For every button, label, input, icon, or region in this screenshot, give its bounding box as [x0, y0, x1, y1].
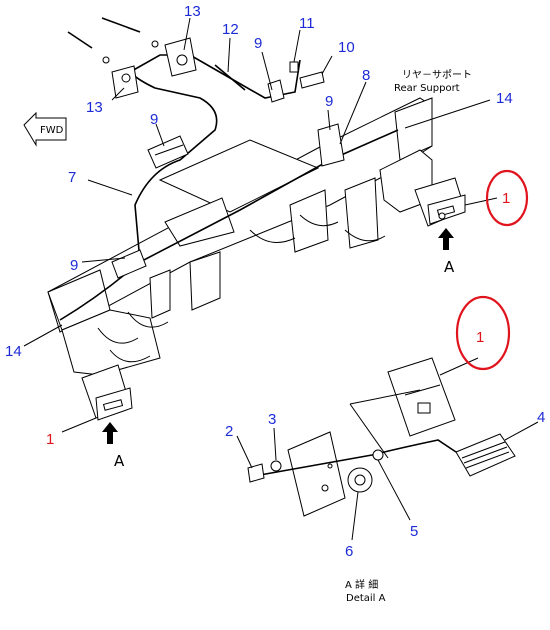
detail-a-assembly [247, 357, 516, 517]
leader-lines [23, 17, 539, 541]
bracket-13-top [164, 37, 197, 77]
rear-lamp-right [414, 177, 498, 227]
callout-6: 6 [345, 543, 353, 560]
view-a-label-left: A [114, 452, 125, 470]
callout-12: 12 [222, 21, 239, 38]
callout-14-right: 14 [496, 90, 513, 107]
fwd-arrow-icon: FWD [23, 111, 67, 147]
harness-12 [214, 64, 246, 91]
view-arrow-right-icon [438, 228, 454, 250]
callout-4: 4 [537, 409, 545, 426]
highlight-circle-right [485, 169, 529, 227]
callout-10: 10 [338, 39, 355, 56]
callout-11: 11 [299, 15, 315, 32]
bracket-13-left [111, 65, 139, 99]
clip-9-upper [147, 135, 189, 169]
bolt-top-left [67, 17, 159, 64]
screw-2 [247, 463, 265, 483]
rear-support-label-jp: リヤ－サポート [402, 69, 472, 81]
rear-lamp-left [61, 364, 133, 433]
bolt-11 [289, 61, 299, 73]
clip-9-top [267, 79, 285, 103]
screw-10 [299, 71, 325, 89]
view-arrow-left-icon [102, 422, 118, 444]
view-a-label-right: A [444, 258, 455, 276]
callout-2: 2 [225, 423, 233, 440]
rear-support-label-en: Rear Support [394, 83, 460, 94]
callout-13-left: 13 [86, 99, 103, 116]
washer-3 [270, 460, 282, 472]
callout-13-top: 13 [184, 3, 201, 20]
callout-5: 5 [410, 523, 418, 540]
callout-9-upper: 9 [150, 111, 158, 128]
callout-9-mid: 9 [70, 257, 78, 274]
callout-9-top: 9 [254, 35, 262, 52]
callout-9-right: 9 [325, 93, 333, 110]
clip-9-right [317, 123, 345, 167]
highlight-circle-detail [455, 295, 511, 371]
callout-7: 7 [68, 169, 76, 186]
callout-8: 8 [362, 67, 370, 84]
clip-9-mid [111, 249, 147, 279]
lamp-4 [455, 433, 516, 477]
callout-3: 3 [268, 411, 276, 428]
detail-a-label-en: Detail A [346, 593, 386, 604]
callout-1-left: 1 [46, 431, 54, 448]
callout-1-detail: 1 [476, 329, 484, 346]
fwd-label: FWD [40, 125, 64, 136]
callout-1-right: 1 [502, 190, 510, 207]
callout-14-left: 14 [5, 343, 22, 360]
grommet-6 [347, 467, 373, 493]
detail-a-label-jp: A 詳 細 [345, 578, 378, 591]
